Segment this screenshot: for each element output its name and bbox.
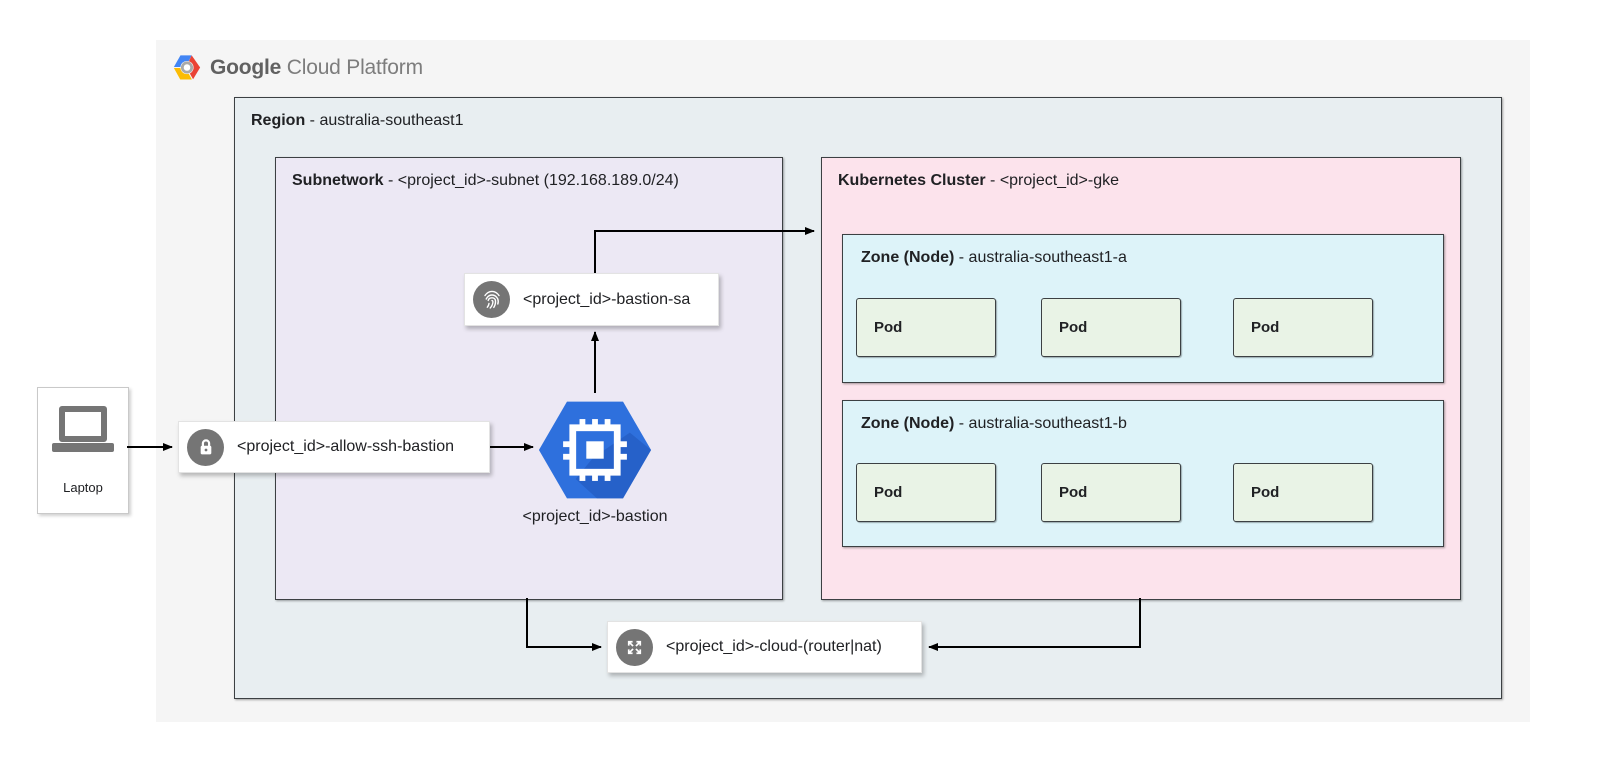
pod-label: Pod: [874, 484, 903, 501]
firewall-rule-label: <project_id>-allow-ssh-bastion: [237, 438, 454, 455]
gcp-title-google: Google: [210, 55, 282, 79]
gcp-header: Google Cloud Platform: [172, 54, 423, 81]
laptop-icon: [52, 406, 114, 456]
cloud-router-nat-node: <project_id>-cloud-(router|nat): [607, 621, 922, 673]
lock-icon: [187, 428, 224, 466]
subnetwork-label-title: Subnetwork: [292, 172, 384, 189]
pod-label: Pod: [1251, 484, 1280, 501]
pod-label: Pod: [1059, 319, 1088, 336]
region-label: Region - australia-southeast1: [251, 112, 464, 130]
subnetwork-label-name: - <project_id>-subnet (192.168.189.0/24): [383, 172, 679, 189]
gcp-platform-container: Google Cloud Platform Region - australia…: [156, 40, 1530, 722]
fingerprint-icon: [473, 281, 510, 318]
kubernetes-cluster-label-title: Kubernetes Cluster: [838, 172, 986, 189]
subnetwork-box: Subnetwork - <project_id>-subnet (192.16…: [275, 157, 783, 600]
zone-node-b-box: Zone (Node) - australia-southeast1-b Pod…: [842, 400, 1444, 547]
bastion-label: <project_id>-bastion: [522, 508, 668, 525]
gcp-title: Google Cloud Platform: [210, 56, 423, 80]
zone-a-label-title: Zone (Node): [861, 249, 955, 266]
region-label-title: Region: [251, 112, 306, 129]
kubernetes-cluster-box: Kubernetes Cluster - <project_id>-gke Zo…: [821, 157, 1461, 600]
pod-box: Pod: [1233, 298, 1373, 357]
zone-b-label-name: - australia-southeast1-b: [954, 415, 1127, 432]
zone-b-label-title: Zone (Node): [861, 415, 955, 432]
pod-label: Pod: [1059, 484, 1088, 501]
zone-b-label: Zone (Node) - australia-southeast1-b: [861, 415, 1127, 433]
service-account-label: <project_id>-bastion-sa: [523, 290, 691, 308]
pod-box: Pod: [1041, 298, 1181, 357]
subnetwork-label: Subnetwork - <project_id>-subnet (192.16…: [292, 172, 679, 190]
laptop-node: Laptop: [37, 387, 129, 514]
laptop-base: [52, 443, 114, 452]
zone-a-label: Zone (Node) - australia-southeast1-a: [861, 249, 1127, 267]
router-nat-icon: [616, 628, 653, 666]
gcp-logo-icon: [173, 55, 201, 80]
laptop-screen: [59, 406, 107, 442]
gcp-title-cloud-platform: Cloud Platform: [286, 55, 423, 79]
region-label-name: - australia-southeast1: [305, 112, 464, 129]
kubernetes-cluster-label: Kubernetes Cluster - <project_id>-gke: [838, 172, 1119, 190]
zone-a-label-name: - australia-southeast1-a: [954, 249, 1127, 266]
pod-label: Pod: [874, 319, 903, 336]
pod-box: Pod: [1041, 463, 1181, 522]
firewall-rule-node: <project_id>-allow-ssh-bastion: [178, 421, 490, 473]
pod-label: Pod: [1251, 319, 1280, 336]
pod-box: Pod: [856, 298, 996, 357]
compute-engine-icon: [538, 401, 652, 499]
pod-box: Pod: [1233, 463, 1373, 522]
region-box: Region - australia-southeast1 Subnetwork…: [234, 97, 1502, 699]
kubernetes-cluster-label-name: - <project_id>-gke: [985, 172, 1119, 189]
pod-box: Pod: [856, 463, 996, 522]
cloud-router-nat-label: <project_id>-cloud-(router|nat): [666, 638, 882, 655]
zone-node-a-box: Zone (Node) - australia-southeast1-a Pod…: [842, 234, 1444, 383]
service-account-node: <project_id>-bastion-sa: [464, 273, 719, 326]
laptop-label: Laptop: [63, 480, 103, 495]
